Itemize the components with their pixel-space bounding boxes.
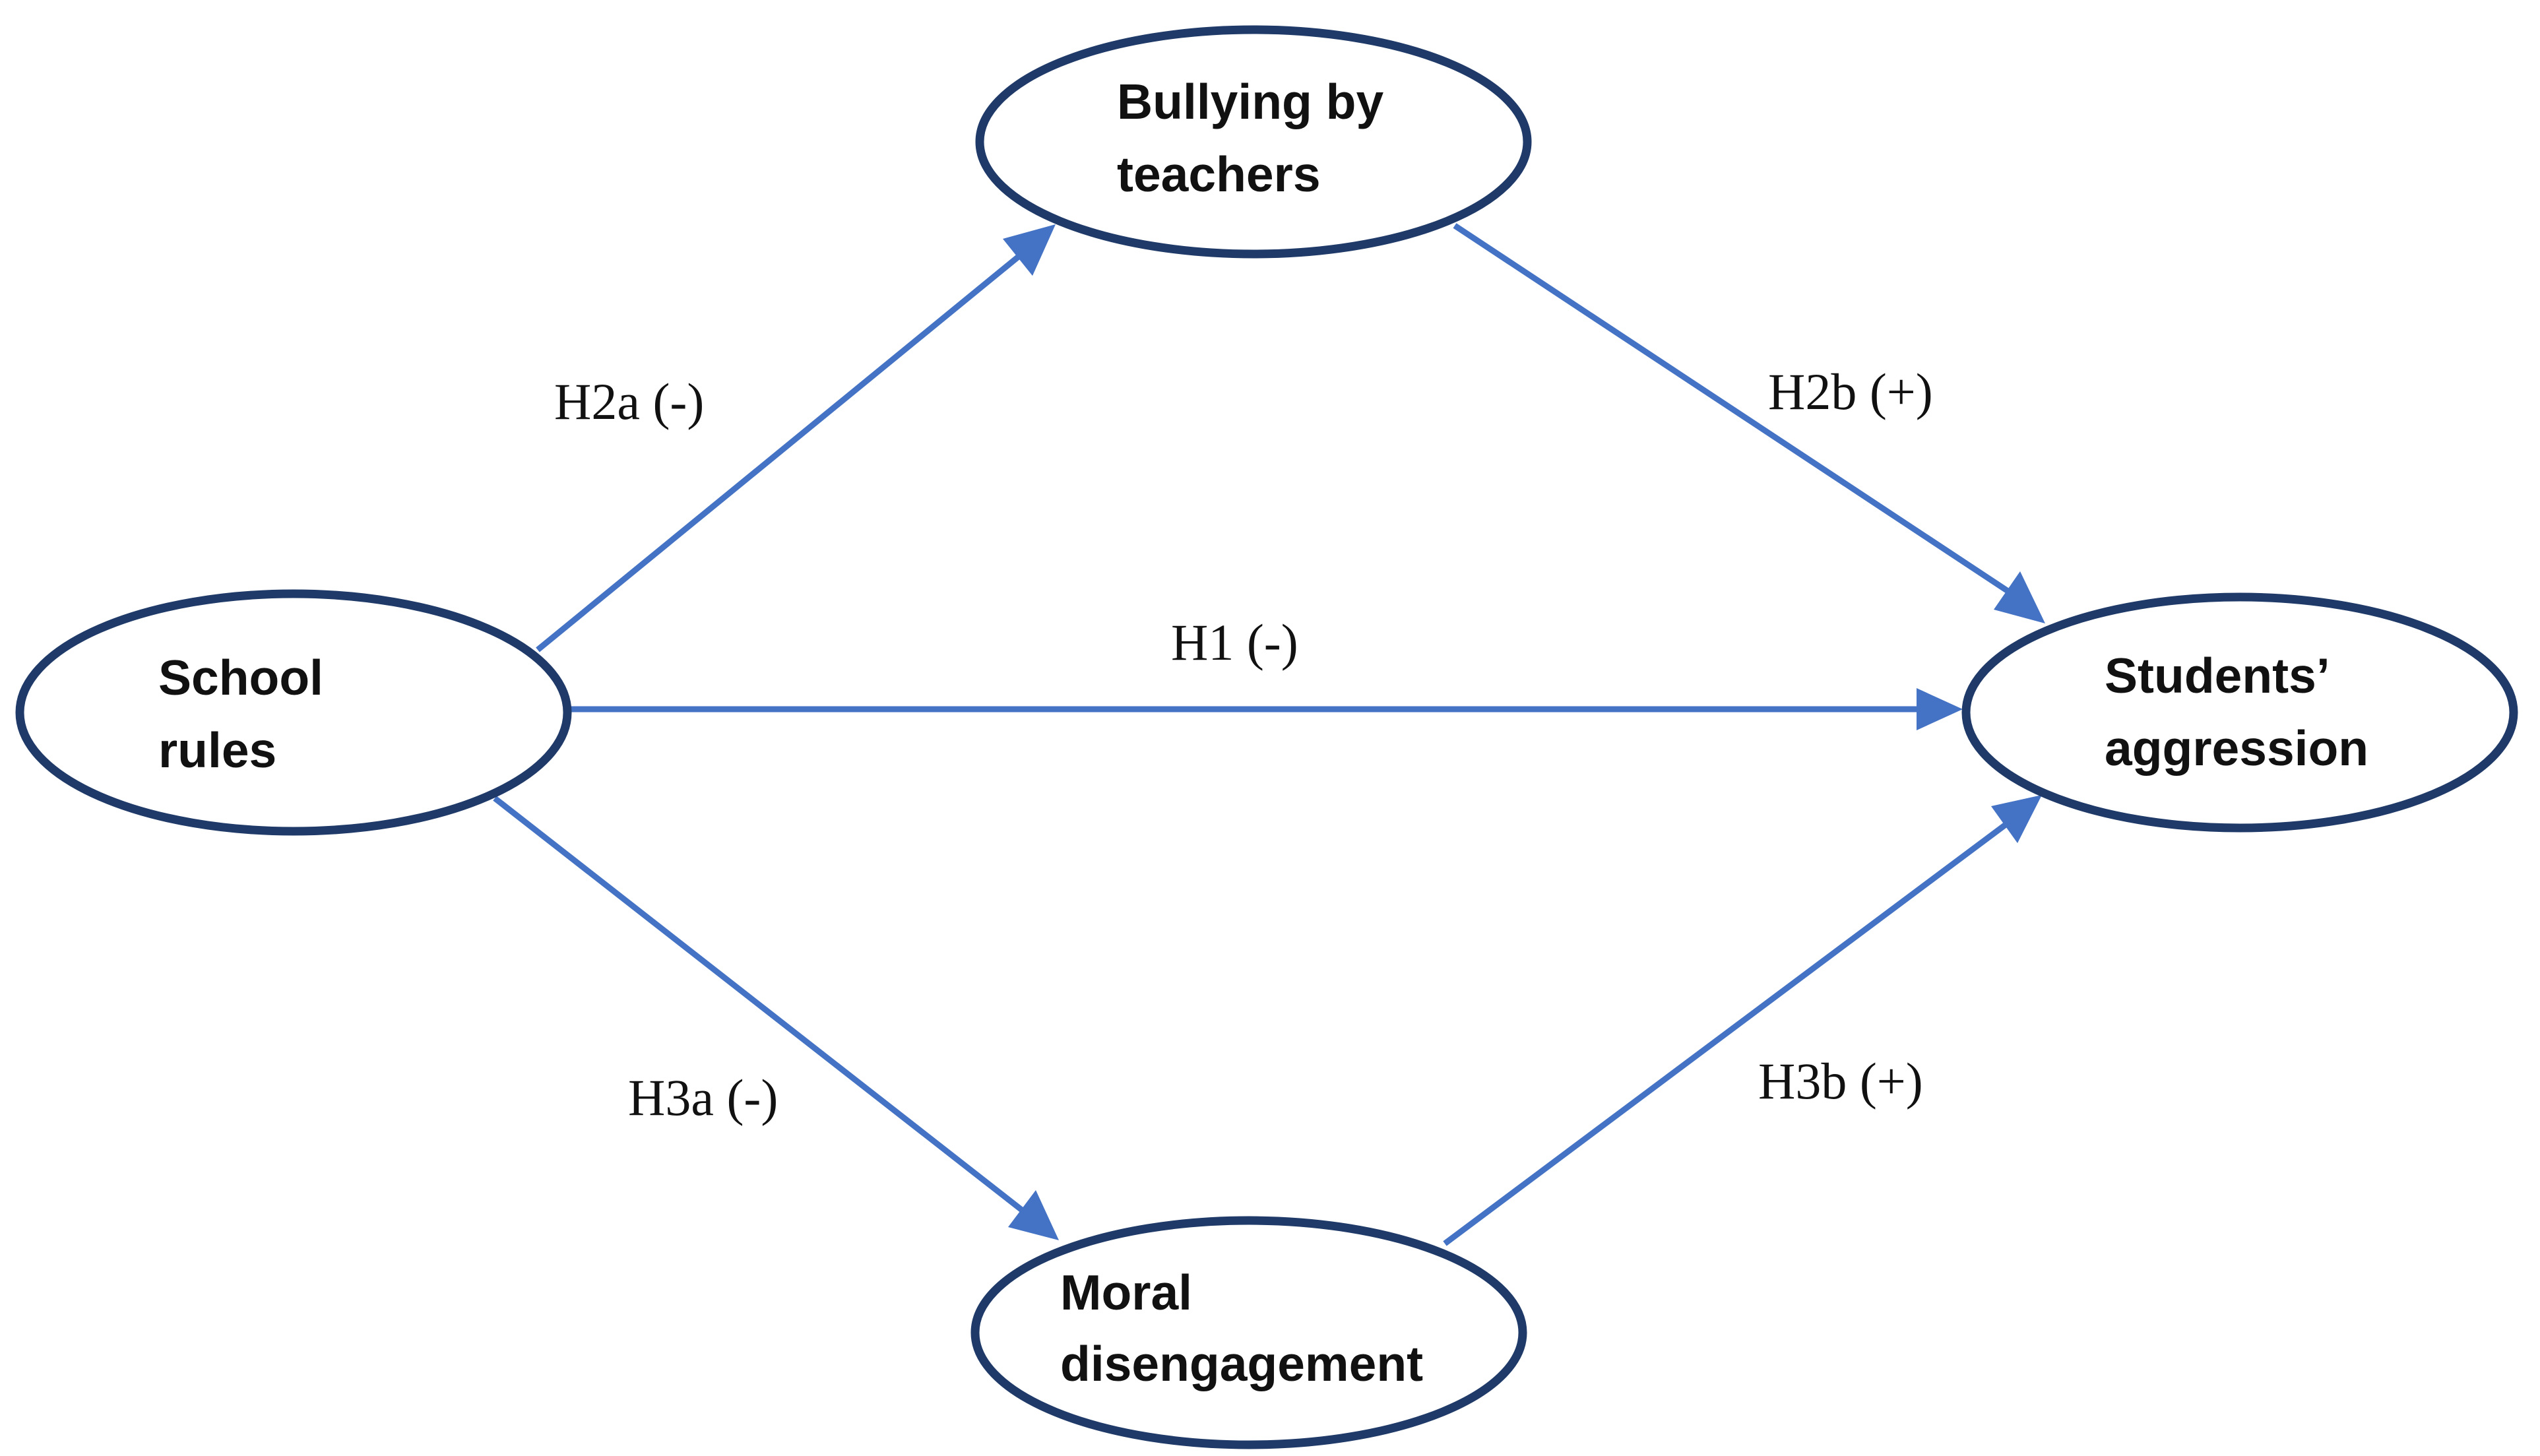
edges	[493, 223, 2045, 1246]
node-moral-disengagement: Moral disengagement	[970, 1216, 1527, 1449]
edge-h3b-line	[1443, 822, 2008, 1246]
edge-label-h1: H1 (-)	[1171, 614, 1298, 671]
edge-h2a	[536, 224, 1056, 652]
edge-h1-arrowhead	[1917, 688, 1963, 730]
edge-h2a-line	[536, 253, 1021, 652]
node-bullying-by-teachers-ellipse	[975, 25, 1532, 259]
edge-h1	[571, 688, 1963, 730]
edge-h3b	[1443, 795, 2042, 1246]
edge-label-h2b: H2b (+)	[1768, 363, 1933, 420]
node-bullying-by-teachers: Bullying by teachers	[975, 25, 1532, 259]
node-aggression-label-line1: Students’	[2105, 648, 2330, 703]
node-students-aggression: Students’ aggression	[1961, 592, 2518, 833]
node-moral-disengagement-ellipse	[970, 1216, 1527, 1449]
edge-h2b-arrowhead	[1994, 571, 2045, 623]
node-school-rules-label-line1: School	[158, 650, 323, 705]
edge-labels: H2a (-) H2b (+) H1 (-) H3a (-) H3b (+)	[554, 363, 1933, 1126]
edge-h3a-arrowhead	[1008, 1190, 1059, 1240]
edge-h2a-arrowhead	[1003, 224, 1056, 276]
edge-h3b-arrowhead	[1991, 795, 2042, 843]
node-moral-label-line2: disengagement	[1060, 1336, 1423, 1391]
node-school-rules: School rules	[15, 589, 572, 836]
edge-h3a	[493, 796, 1059, 1240]
node-bullying-label-line1: Bullying by	[1117, 74, 1383, 129]
node-school-rules-label-line2: rules	[158, 722, 276, 778]
edge-h3a-line	[493, 796, 1025, 1213]
node-school-rules-ellipse	[15, 589, 572, 836]
edge-label-h3a: H3a (-)	[628, 1069, 778, 1126]
node-moral-label-line1: Moral	[1060, 1265, 1192, 1320]
edge-h2b-line	[1453, 223, 2011, 594]
node-aggression-label-line2: aggression	[2105, 720, 2368, 776]
nodes: School rules Bullying by teachers Studen…	[15, 25, 2518, 1449]
edge-label-h3b: H3b (+)	[1758, 1052, 1923, 1110]
node-bullying-label-line2: teachers	[1117, 146, 1321, 202]
node-students-aggression-ellipse	[1961, 592, 2518, 833]
edge-h2b	[1453, 223, 2045, 623]
edge-label-h2a: H2a (-)	[554, 373, 704, 430]
